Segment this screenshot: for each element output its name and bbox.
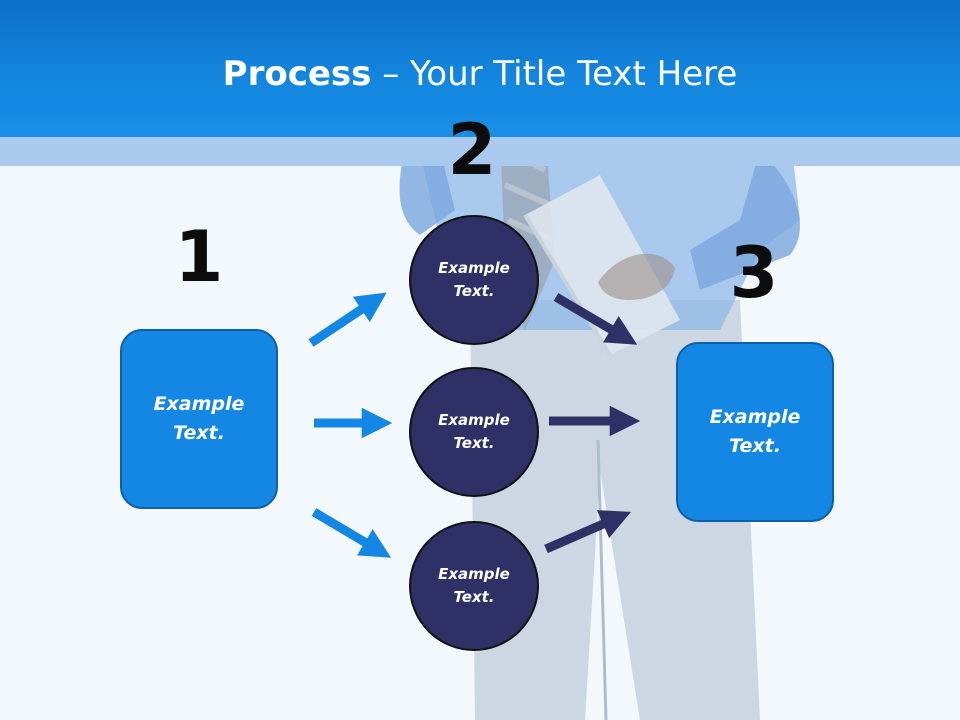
circle-2-text-line2: Text. — [453, 434, 495, 452]
step-1-text: Example Text. — [154, 390, 245, 448]
step-number-2: 2 — [447, 109, 497, 191]
title-bold: Process — [222, 54, 372, 94]
circle-2-text: Example Text. — [438, 409, 510, 455]
circle-3[interactable]: Example Text. — [409, 521, 539, 651]
circle-1-text-line1: Example — [438, 259, 510, 277]
circle-3-text-line1: Example — [438, 565, 510, 583]
step-1-text-line1: Example — [153, 393, 245, 415]
step-number-1: 1 — [174, 216, 224, 298]
arrow-circle3-to-box3 — [544, 510, 632, 554]
arrow-circle1-to-box3 — [553, 293, 638, 345]
step-3-text: Example Text. — [710, 403, 801, 461]
header-band — [0, 137, 960, 166]
title-rest: Your Title Text Here — [410, 54, 738, 94]
step-3-text-line1: Example — [709, 406, 801, 428]
circle-3-text: Example Text. — [438, 563, 510, 609]
step-1-box[interactable]: Example Text. — [120, 329, 278, 509]
arrow-box1-to-circle1 — [308, 292, 387, 347]
circle-1-text-line2: Text. — [453, 282, 495, 300]
circle-2-text-line1: Example — [438, 411, 510, 429]
circle-3-text-line2: Text. — [453, 588, 495, 606]
circle-1-text: Example Text. — [438, 257, 510, 303]
step-number-3: 3 — [729, 232, 779, 314]
step-3-text-line2: Text. — [729, 435, 781, 457]
circle-1[interactable]: Example Text. — [409, 215, 539, 345]
slide-title: Process – Your Title Text Here — [0, 52, 960, 96]
arrow-box1-to-circle3-visible — [311, 508, 392, 558]
header-bar — [0, 0, 960, 137]
step-3-box[interactable]: Example Text. — [676, 342, 834, 522]
title-separator: – — [371, 54, 411, 94]
step-1-text-line2: Text. — [173, 422, 225, 444]
circle-2[interactable]: Example Text. — [409, 367, 539, 497]
